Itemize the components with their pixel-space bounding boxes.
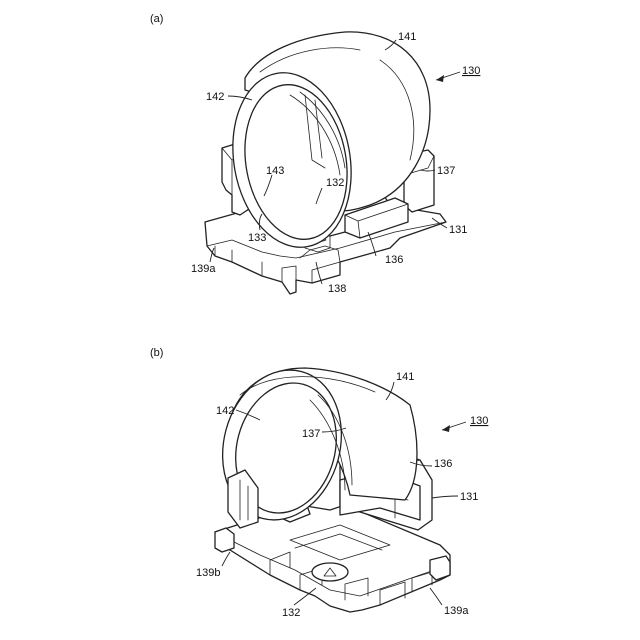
label-133-a: 133	[248, 232, 266, 244]
label-142-a: 142	[206, 91, 224, 103]
label-137-a: 137	[437, 165, 455, 177]
caption-b: (b)	[150, 347, 163, 359]
label-138-a: 138	[328, 283, 346, 295]
label-132-b: 132	[282, 607, 300, 619]
label-139a-a: 139a	[191, 263, 216, 275]
label-136-a: 136	[385, 254, 403, 266]
label-137-b: 137	[302, 428, 320, 440]
label-142-b: 142	[216, 405, 234, 417]
label-143-a: 143	[266, 165, 284, 177]
label-141-b: 141	[396, 371, 414, 383]
label-139a-b: 139a	[444, 605, 469, 617]
label-132-a: 132	[326, 177, 344, 189]
figure-b: (b)	[150, 347, 488, 619]
label-130-a: 130	[462, 65, 480, 77]
label-136-b: 136	[434, 458, 452, 470]
figure-a: (a)	[150, 13, 480, 295]
label-131-b: 131	[460, 491, 478, 503]
label-131-a: 131	[449, 224, 467, 236]
label-141-a: 141	[398, 31, 416, 43]
hole-132-b	[312, 563, 348, 581]
label-130-b: 130	[470, 415, 488, 427]
caption-a: (a)	[150, 13, 163, 25]
label-139b-b: 139b	[196, 567, 220, 579]
